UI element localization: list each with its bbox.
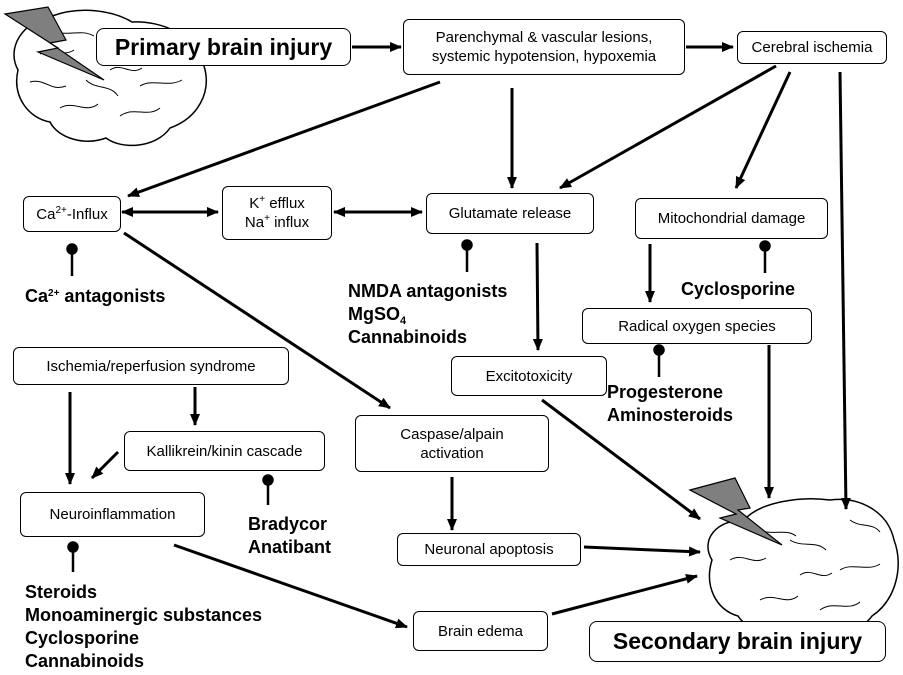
drug-mgso4: MgSO4 bbox=[348, 303, 507, 326]
node-excitotoxicity: Excitotoxicity bbox=[451, 356, 607, 396]
cerebral-ischemia-label: Cerebral ischemia bbox=[752, 38, 873, 57]
glutamate-release-label: Glutamate release bbox=[449, 204, 572, 223]
drug-group-radical: Progesterone Aminosteroids bbox=[607, 381, 733, 427]
kallikrein-cascade-label: Kallikrein/kinin cascade bbox=[147, 442, 303, 461]
node-caspase-activation: Caspase/alpain activation bbox=[355, 415, 549, 472]
arrow-ischemia-to-secondary bbox=[840, 72, 846, 509]
lesions-line-1: Parenchymal & vascular lesions, bbox=[436, 28, 653, 47]
primary-brain-injury-label: Primary brain injury bbox=[115, 38, 332, 57]
arrow-glutamate-to-excito bbox=[537, 243, 538, 350]
drug-group-neuroinflammation: Steroids Monoaminergic substances Cyclos… bbox=[25, 581, 262, 673]
neuroinflammation-label: Neuroinflammation bbox=[50, 505, 176, 524]
node-brain-edema: Brain edema bbox=[413, 611, 548, 651]
inhibitor-radical bbox=[655, 346, 664, 378]
inhibitor-glutamate bbox=[463, 241, 472, 273]
drug-ca-antagonists: Ca2+ antagonists bbox=[25, 285, 165, 308]
node-lesions: Parenchymal & vascular lesions, systemic… bbox=[403, 19, 685, 75]
reperfusion-syndrome-label: Ischemia/reperfusion syndrome bbox=[46, 357, 255, 376]
radical-oxygen-species-label: Radical oxygen species bbox=[618, 317, 776, 336]
drug-bradycor: Bradycor bbox=[248, 513, 331, 536]
neuronal-apoptosis-label: Neuronal apoptosis bbox=[424, 540, 553, 559]
drug-monoaminergic: Monoaminergic substances bbox=[25, 604, 262, 627]
lesions-line-2: systemic hypotension, hypoxemia bbox=[432, 47, 656, 66]
drug-aminosteroids: Aminosteroids bbox=[607, 404, 733, 427]
node-k-na-flux: K+ efflux Na+ influx bbox=[222, 186, 332, 240]
node-secondary-brain-injury: Secondary brain injury bbox=[589, 621, 886, 662]
k-efflux-label: K+ efflux bbox=[249, 194, 305, 213]
node-ca-influx: Ca2+-Influx bbox=[23, 196, 121, 232]
drug-cannabinoids: Cannabinoids bbox=[348, 326, 507, 349]
drug-anatibant: Anatibant bbox=[248, 536, 331, 559]
node-glutamate-release: Glutamate release bbox=[426, 193, 594, 234]
excitotoxicity-label: Excitotoxicity bbox=[486, 367, 573, 386]
drug-cyclosporine: Cyclosporine bbox=[25, 627, 262, 650]
inhibitor-neuroinflammation bbox=[69, 543, 78, 573]
arrow-kallikrein-to-neuro bbox=[92, 452, 118, 478]
mitochondrial-damage-label: Mitochondrial damage bbox=[658, 209, 806, 228]
na-influx-label: Na+ influx bbox=[245, 213, 309, 232]
ca-influx-label: Ca2+-Influx bbox=[36, 205, 107, 224]
inhibitor-ca bbox=[68, 245, 77, 277]
inhibitor-kallikrein bbox=[264, 476, 273, 506]
secondary-brain-injury-label: Secondary brain injury bbox=[613, 632, 862, 651]
node-neuronal-apoptosis: Neuronal apoptosis bbox=[397, 533, 581, 566]
arrow-apoptosis-to-secondary bbox=[584, 547, 700, 552]
node-neuroinflammation: Neuroinflammation bbox=[20, 492, 205, 537]
caspase-line-2: activation bbox=[420, 444, 483, 463]
drug-cannabinoids-inflam: Cannabinoids bbox=[25, 650, 262, 673]
node-kallikrein-cascade: Kallikrein/kinin cascade bbox=[124, 431, 325, 471]
arrow-ischemia-to-mito bbox=[736, 72, 790, 188]
node-cerebral-ischemia: Cerebral ischemia bbox=[737, 31, 887, 64]
drug-steroids: Steroids bbox=[25, 581, 262, 604]
node-mitochondrial-damage: Mitochondrial damage bbox=[635, 198, 828, 239]
drug-group-glutamate: NMDA antagonists MgSO4 Cannabinoids bbox=[348, 280, 507, 349]
node-primary-brain-injury: Primary brain injury bbox=[96, 28, 351, 66]
brain-edema-label: Brain edema bbox=[438, 622, 523, 641]
node-radical-oxygen-species: Radical oxygen species bbox=[582, 308, 812, 344]
drug-progesterone: Progesterone bbox=[607, 381, 733, 404]
drug-group-kallikrein: Bradycor Anatibant bbox=[248, 513, 331, 559]
caspase-line-1: Caspase/alpain bbox=[400, 425, 503, 444]
arrow-edema-to-secondary bbox=[552, 576, 697, 614]
drug-cyclosporine-mito: Cyclosporine bbox=[681, 278, 795, 301]
inhibitor-mito bbox=[761, 242, 770, 274]
drug-nmda-antagonists: NMDA antagonists bbox=[348, 280, 507, 303]
node-reperfusion-syndrome: Ischemia/reperfusion syndrome bbox=[13, 347, 289, 385]
